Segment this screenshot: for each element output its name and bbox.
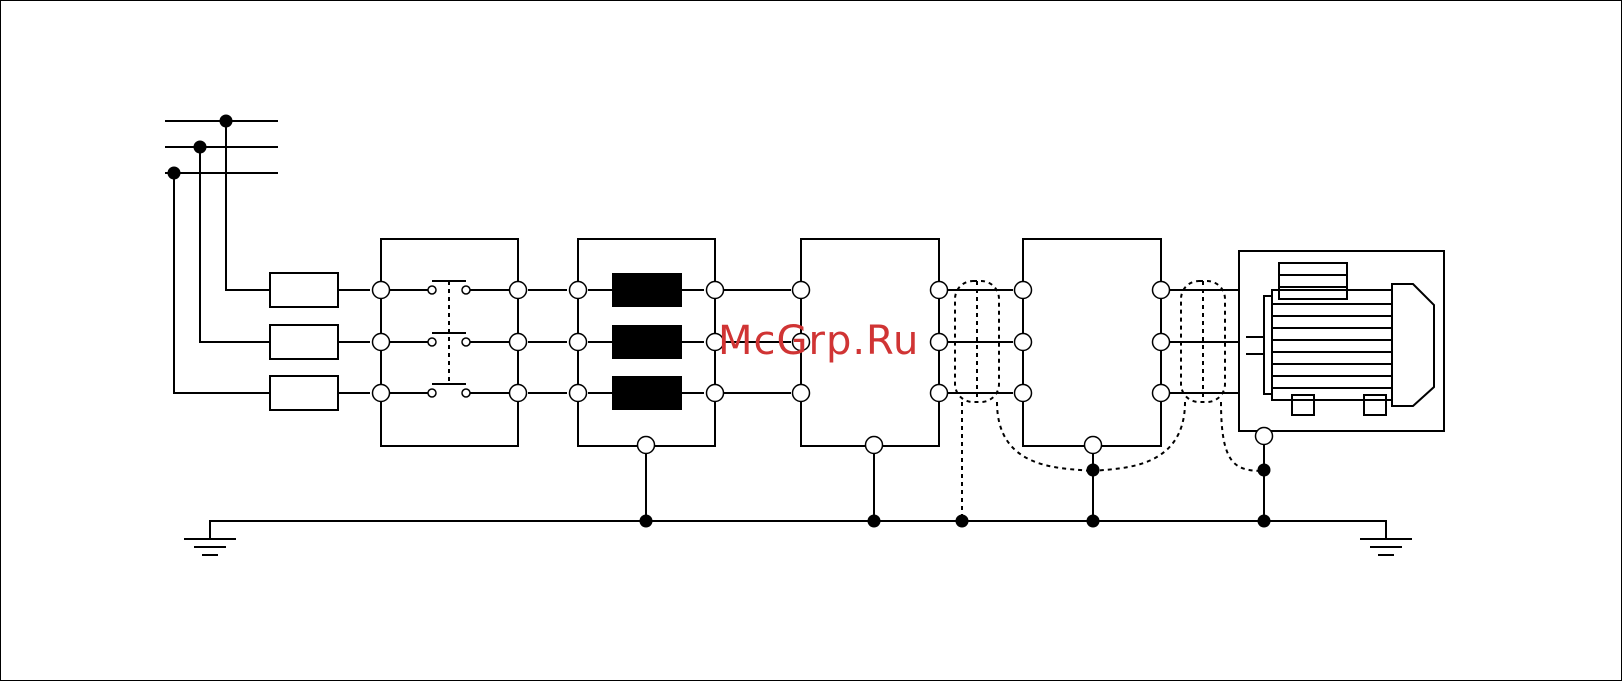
filter-inductors <box>612 273 682 410</box>
